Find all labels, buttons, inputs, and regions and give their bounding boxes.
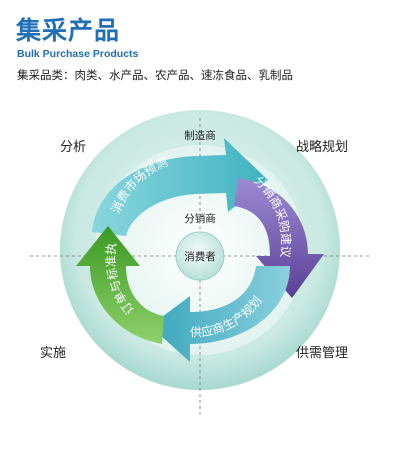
- page-subtitle: Bulk Purchase Products: [17, 48, 139, 60]
- arrow-top: [92, 138, 268, 236]
- center-circle: [175, 231, 225, 281]
- arrow-bottom: [150, 266, 290, 362]
- ring-label-center: 消费者: [184, 250, 216, 263]
- quadrant-label-implementation: 实施: [40, 346, 67, 361]
- quadrant-label-strategy: 战略规划: [296, 140, 349, 155]
- arrow-left: [76, 226, 164, 344]
- quadrant-label-supply-demand: 供需管理: [296, 346, 349, 361]
- quadrant-label-analysis: 分析: [60, 140, 87, 155]
- page-title: 集采产品: [16, 16, 121, 45]
- arrow-right: [234, 178, 324, 298]
- ring-label-outer: 制造商: [184, 129, 216, 142]
- ring-label-middle: 分销商: [184, 212, 216, 225]
- categories-line: 集采品类：肉类、水产品、农产品、速冻食品、乳制品: [17, 68, 293, 82]
